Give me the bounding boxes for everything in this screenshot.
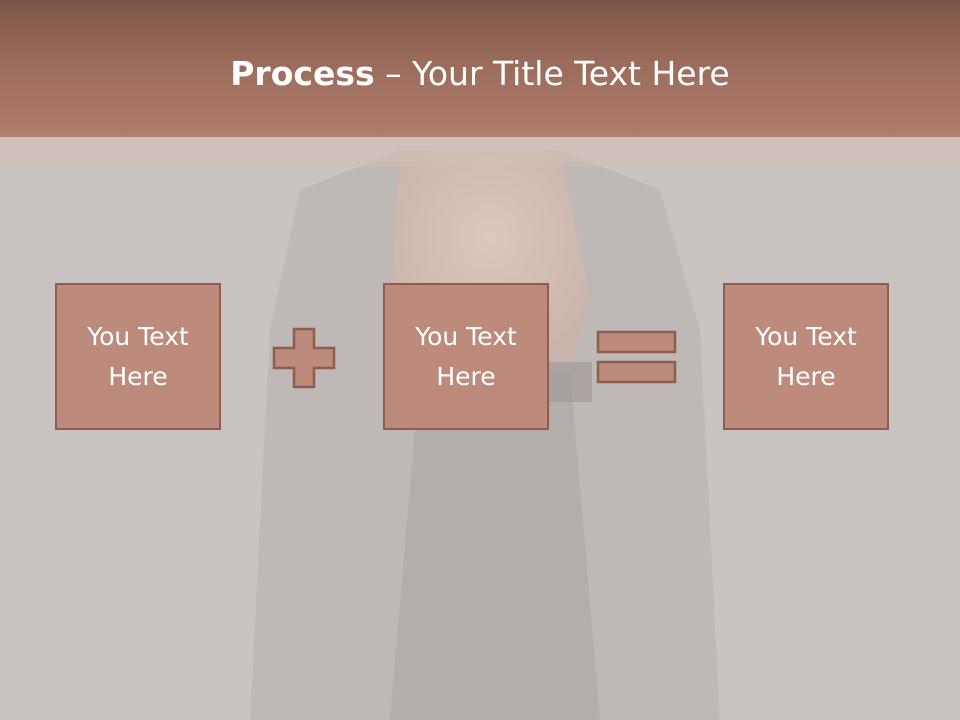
equals-icon [596,330,677,384]
title-separator: – [374,54,413,93]
title-rest: Your Title Text Here [412,54,730,93]
process-box-2-label: You Text Here [415,321,517,391]
plus-icon [272,327,336,389]
title-bold-part: Process [230,54,375,93]
process-box-3-label: You Text Here [755,321,857,391]
process-box-2[interactable]: You Text Here [383,283,549,430]
title-bar [0,0,960,137]
process-box-3[interactable]: You Text Here [723,283,889,430]
title-divider-strip [0,137,960,166]
process-box-1[interactable]: You Text Here [55,283,221,430]
process-box-1-label: You Text Here [87,321,189,391]
slide-title: Process – Your Title Text Here [0,52,960,96]
